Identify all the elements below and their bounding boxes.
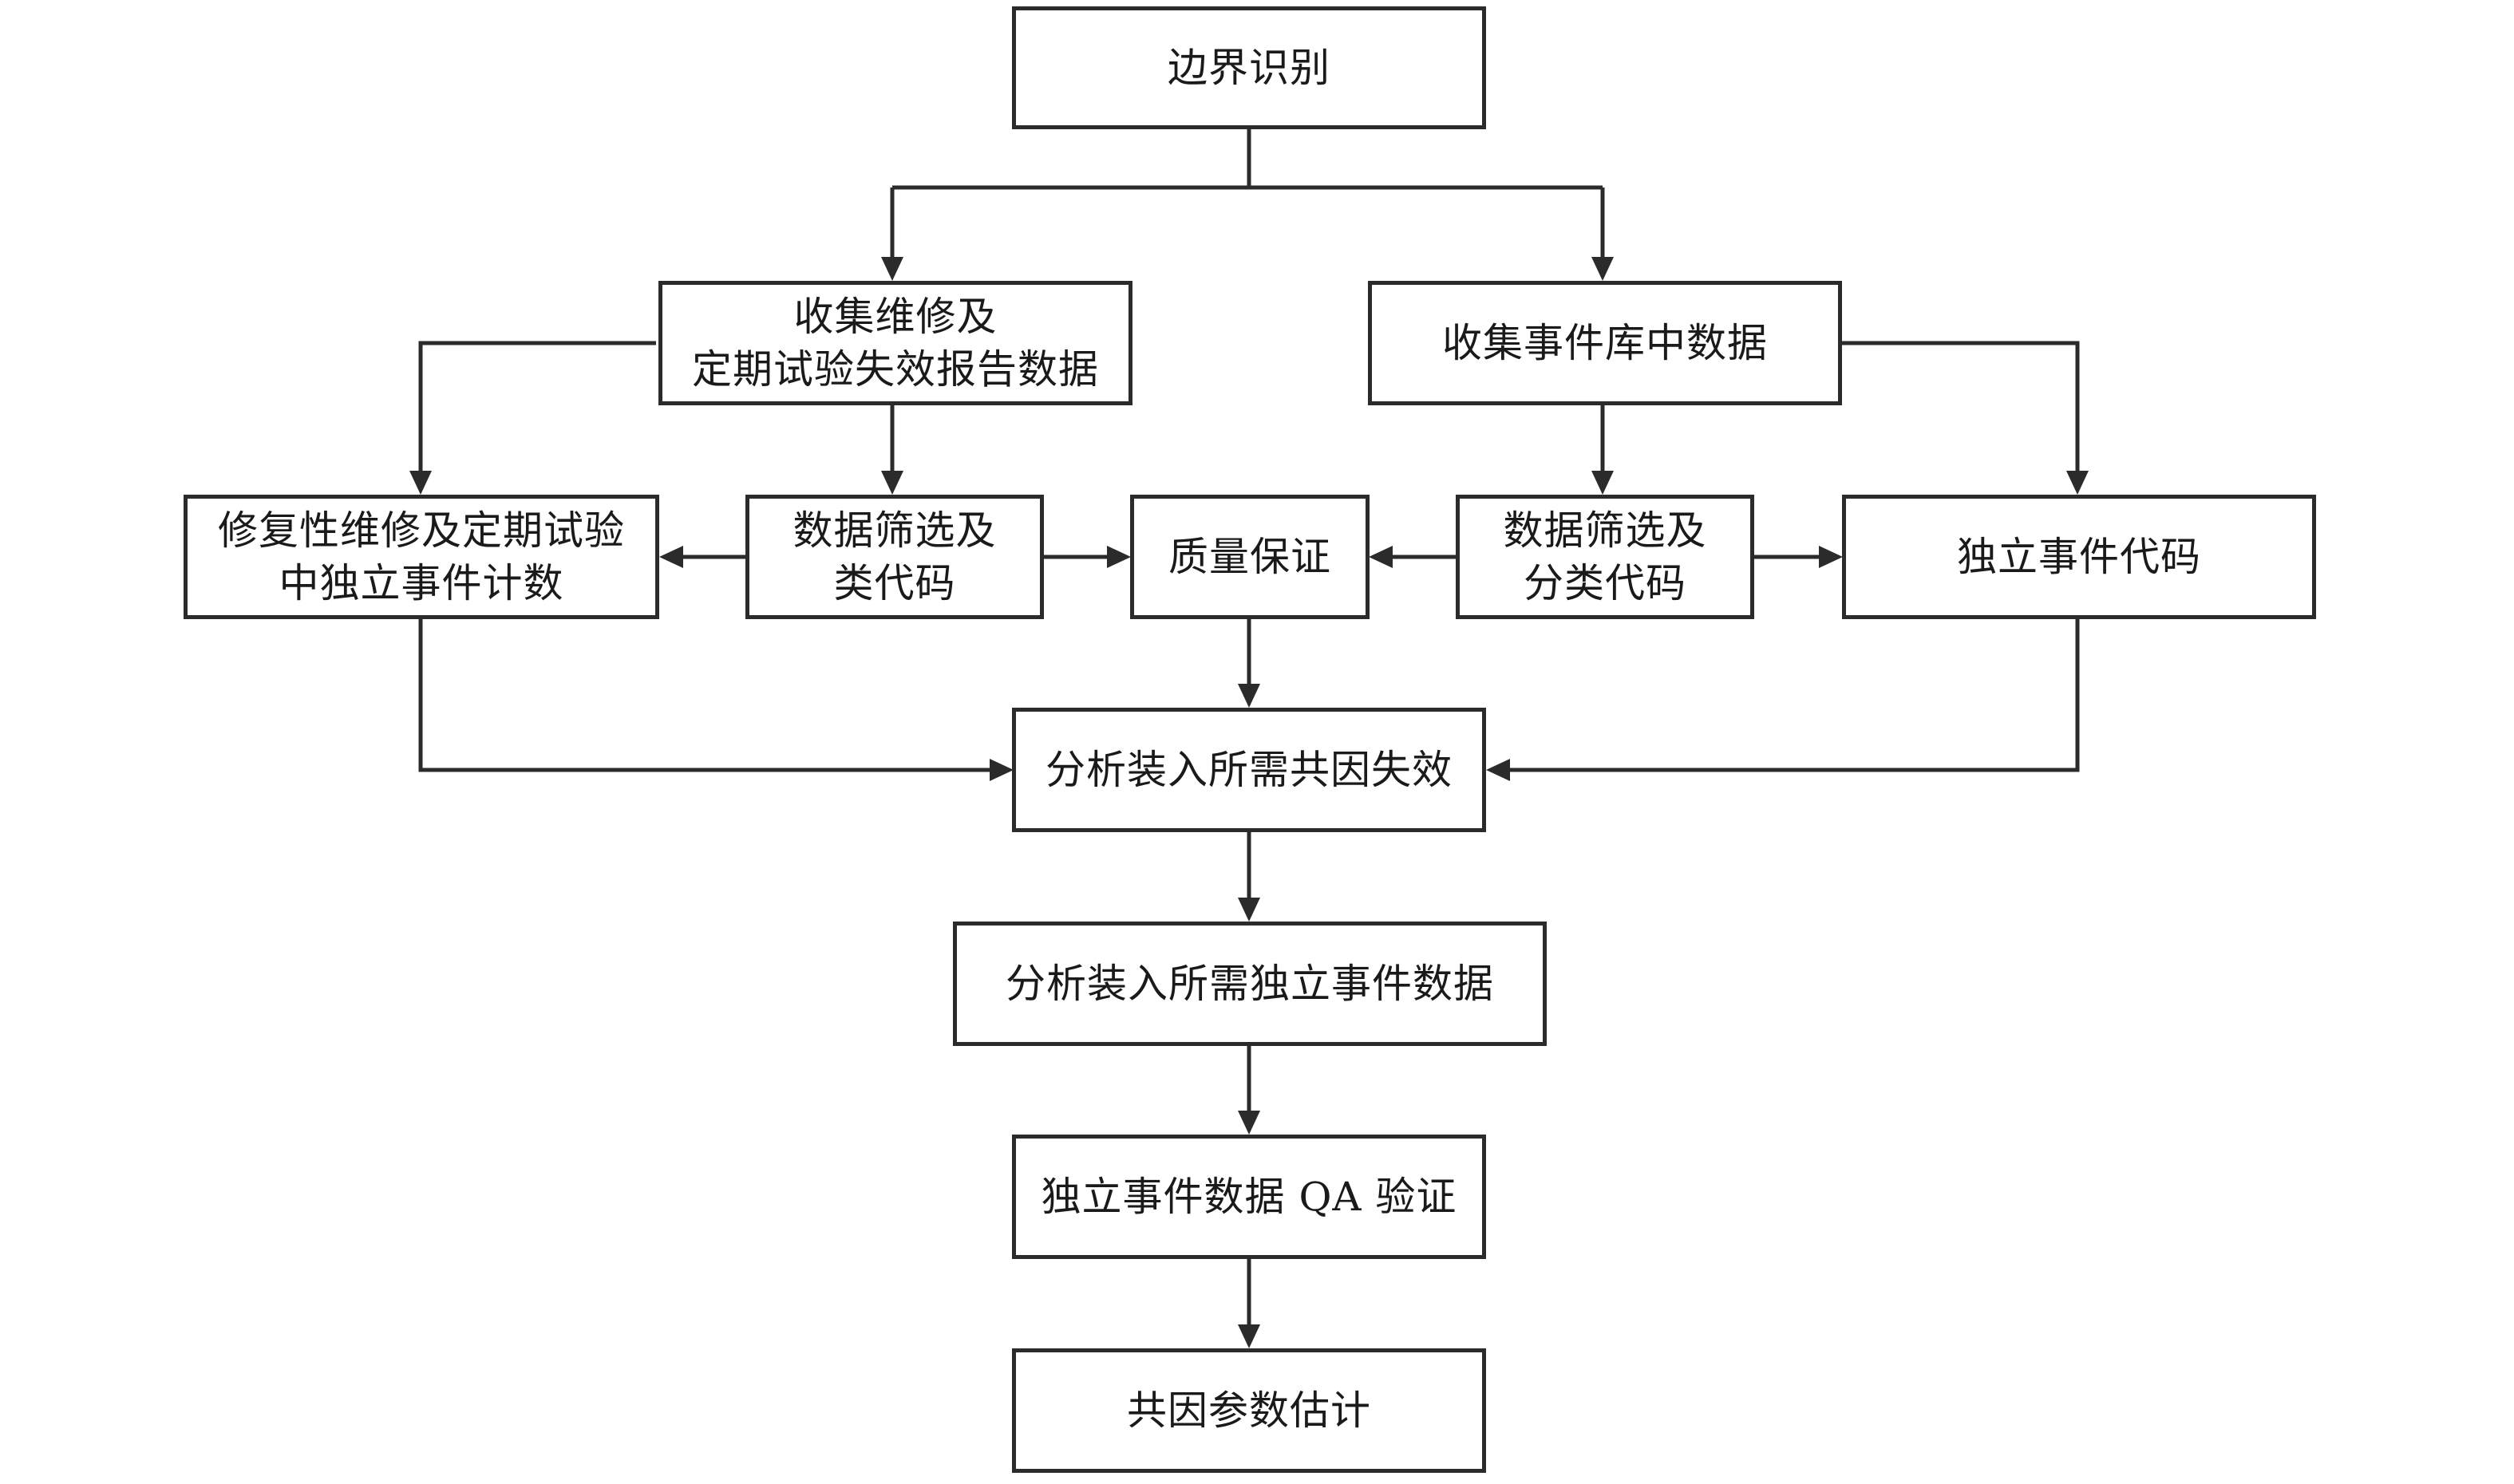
node-boundary-identification: 边界识别 [1012, 6, 1486, 129]
edge-code-to-ccf [1504, 619, 2080, 772]
arrowhead [1238, 1324, 1260, 1348]
arrowhead [1238, 898, 1260, 922]
node-analyze-independent-data: 分析装入所需独立事件数据 [953, 922, 1547, 1046]
node-quality-assurance: 质量保证 [1130, 495, 1370, 619]
arrowhead [881, 257, 903, 281]
node-analyze-ccf: 分析装入所需共因失效 [1012, 708, 1486, 832]
arrowhead [1486, 759, 1510, 781]
node-collect-event-database: 收集事件库中数据 [1368, 281, 1842, 405]
node-collect-maintenance-reports: 收集维修及 定期试验失效报告数据 [658, 281, 1132, 405]
node-independent-event-count: 修复性维修及定期试验 中独立事件计数 [184, 495, 659, 619]
edge-maintenance-to-count [418, 341, 656, 477]
arrowhead [1591, 257, 1614, 281]
arrowhead [409, 471, 432, 495]
arrowhead [659, 546, 683, 568]
node-ccf-parameter-estimation: 共因参数估计 [1012, 1348, 1486, 1473]
arrowhead [1591, 471, 1614, 495]
arrowhead [881, 471, 903, 495]
arrowhead [1238, 684, 1260, 708]
node-data-screening-left: 数据筛选及 类代码 [745, 495, 1044, 619]
arrowhead [990, 759, 1014, 781]
arrowhead [1238, 1111, 1260, 1135]
arrowhead [2066, 471, 2089, 495]
arrowhead [1107, 546, 1131, 568]
arrowhead [1819, 546, 1843, 568]
node-independent-event-code: 独立事件代码 [1842, 495, 2316, 619]
edge-eventdb-to-code [1842, 341, 2080, 477]
arrowhead [1369, 546, 1393, 568]
edge-count-to-ccf [418, 619, 996, 772]
node-data-screening-right: 数据筛选及 分类代码 [1456, 495, 1754, 619]
node-independent-data-qa: 独立事件数据 QA 验证 [1012, 1135, 1486, 1259]
